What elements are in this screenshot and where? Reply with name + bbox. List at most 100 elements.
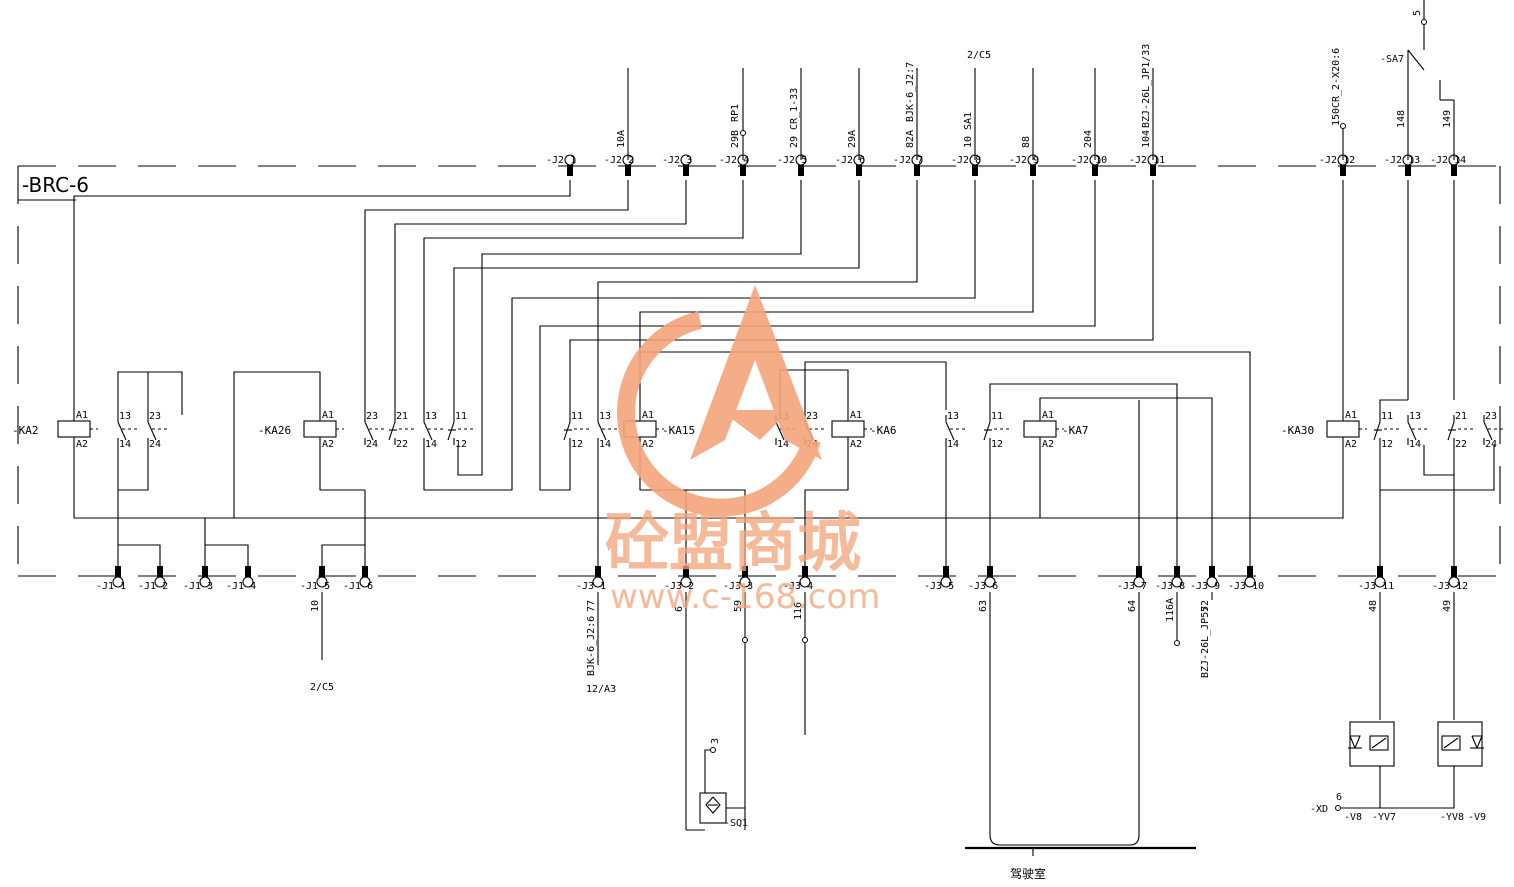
j2-pin-label: -J2 2 — [604, 155, 634, 166]
wire-label: 29A — [847, 130, 858, 148]
wire-label: BJK-6_J2:7 — [905, 62, 916, 122]
coil-terminal-label: A1 — [322, 410, 334, 421]
j3-terminal — [680, 566, 692, 588]
wire-label: 88 — [1021, 136, 1032, 148]
contact-pin-label: 14 — [1409, 439, 1421, 450]
coil-terminal-label: A2 — [322, 439, 334, 450]
j2-pin-label: -J2 8 — [951, 155, 981, 166]
coil-terminal-label: A2 — [76, 439, 88, 450]
j2-pin-label: -J2 7 — [893, 155, 923, 166]
relay-label: -KA30 — [1281, 424, 1314, 437]
wire-label: 82A — [905, 130, 916, 148]
contact-pin-label: 13 — [599, 411, 611, 422]
j1-pin-label: -J1 1 — [96, 581, 126, 592]
j1-pin-label: -J1 6 — [343, 581, 373, 592]
j1-terminal — [359, 566, 371, 588]
j3-terminal — [739, 566, 751, 588]
relay-contact: 13 14 — [1407, 411, 1430, 450]
contact-pin-label: 13 — [1409, 411, 1421, 422]
wire-label: 64 — [1127, 600, 1138, 612]
j3-pin-label: -J3 3 — [723, 581, 753, 592]
j2-terminal — [564, 154, 576, 176]
wire-label: CR_2-X20:6 — [1331, 48, 1342, 108]
relay-label: -KA15 — [662, 424, 695, 437]
j1-pin-label: -J1 3 — [183, 581, 213, 592]
wire-label: 150 — [1331, 108, 1342, 126]
j3-pin-label: -J3 10 — [1228, 581, 1264, 592]
diode-label-v9: -V9 — [1468, 812, 1486, 823]
j2-pin-label: -J2 4 — [719, 155, 749, 166]
frame-title: -BRC-6 — [22, 173, 89, 197]
coil-terminal-label: A2 — [1345, 439, 1357, 450]
wire-label: BZJ-26L_JP1/33 — [1141, 44, 1152, 128]
contact-pin-label: 23 — [1485, 411, 1497, 422]
j1-terminal — [199, 566, 211, 588]
contact-pin-label: 24 — [149, 439, 161, 450]
j3-terminal — [1133, 566, 1145, 588]
j1-terminal — [316, 566, 328, 588]
j3-terminal — [984, 566, 996, 588]
contact-pin-label: 11 — [571, 411, 583, 422]
contact-pin-label: 21 — [1455, 411, 1467, 422]
contact-pin-label: 12 — [991, 439, 1003, 450]
terminal-label-xd: -XD — [1310, 804, 1328, 815]
contact-pin-label: 12 — [455, 439, 467, 450]
j3-pin-label: -J3 7 — [1117, 581, 1147, 592]
j2-pin-label: -J2 3 — [662, 155, 692, 166]
wire-label: 52 — [1200, 600, 1211, 612]
wire-label: 3 — [710, 738, 721, 744]
sensor-label-sq1: -SQ1 — [724, 818, 748, 829]
wire-label: 148 — [1396, 110, 1407, 128]
j3-terminal — [940, 566, 952, 588]
contact-pin-label: 11 — [1381, 411, 1393, 422]
top-incoming-wires — [627, 0, 1455, 160]
wire-label: 10 — [310, 600, 321, 612]
j2-pin-label: -J2 1 — [546, 155, 576, 166]
contact-pin-label: 13 — [119, 411, 131, 422]
j2-pin-labels: -J2 1-J2 2-J2 3-J2 4-J2 5-J2 6-J2 7-J2 8… — [546, 155, 1466, 166]
j2-pin-label: -J2 10 — [1071, 155, 1107, 166]
j3-terminal — [1374, 566, 1386, 588]
relays: A1A2-KA213142324A1A2-KA26232421221314111… — [12, 410, 1506, 450]
switch-label-sa7: -SA7 — [1380, 54, 1404, 65]
j1-terminal — [242, 566, 254, 588]
j2-pin-label: -J2 11 — [1129, 155, 1165, 166]
watermark-text: 砼盟商城 — [605, 507, 861, 581]
wire-label: 204 — [1083, 130, 1094, 148]
contact-pin-label: 12 — [571, 439, 583, 450]
wire-label: 29 — [789, 136, 800, 148]
coil-terminal-label: A1 — [642, 410, 654, 421]
j1-terminal — [112, 566, 124, 588]
contact-pin-label: 23 — [149, 411, 161, 422]
contact-pin-label: 24 — [366, 439, 378, 450]
coil-terminal-label: A1 — [1042, 410, 1054, 421]
j3-pin-label: -J3 1 — [576, 581, 606, 592]
bottom-wire-labels: 10 77 BJK-6_J2:6 6 59 116 63 64 116A 52 … — [310, 598, 1486, 881]
j2-terminal — [680, 154, 692, 176]
j2-pin-label: -J2 14 — [1430, 155, 1466, 166]
contact-pin-label: 14 — [599, 439, 611, 450]
j3-terminal — [1244, 566, 1256, 588]
j3-pin-label: -J3 2 — [664, 581, 694, 592]
contact-pin-label: 14 — [119, 439, 131, 450]
j3-pin-label: -J3 6 — [968, 581, 998, 592]
j1-pin-label: -J1 4 — [226, 581, 256, 592]
wire-label: 49 — [1442, 600, 1453, 612]
wire-label: 149 — [1442, 110, 1453, 128]
contact-pin-label: 14 — [777, 439, 789, 450]
coil-terminal-label: A1 — [76, 410, 88, 421]
valve-label-yv7: -YV7 — [1372, 812, 1396, 823]
contact-pin-label: 14 — [425, 439, 437, 450]
relay-label: -KA2 — [12, 424, 39, 437]
bottom-outgoing-wires — [321, 592, 1484, 856]
j3-pin-label: -J3 11 — [1358, 581, 1394, 592]
contact-pin-label: 22 — [396, 439, 408, 450]
wire-label: RP1 — [730, 104, 741, 122]
